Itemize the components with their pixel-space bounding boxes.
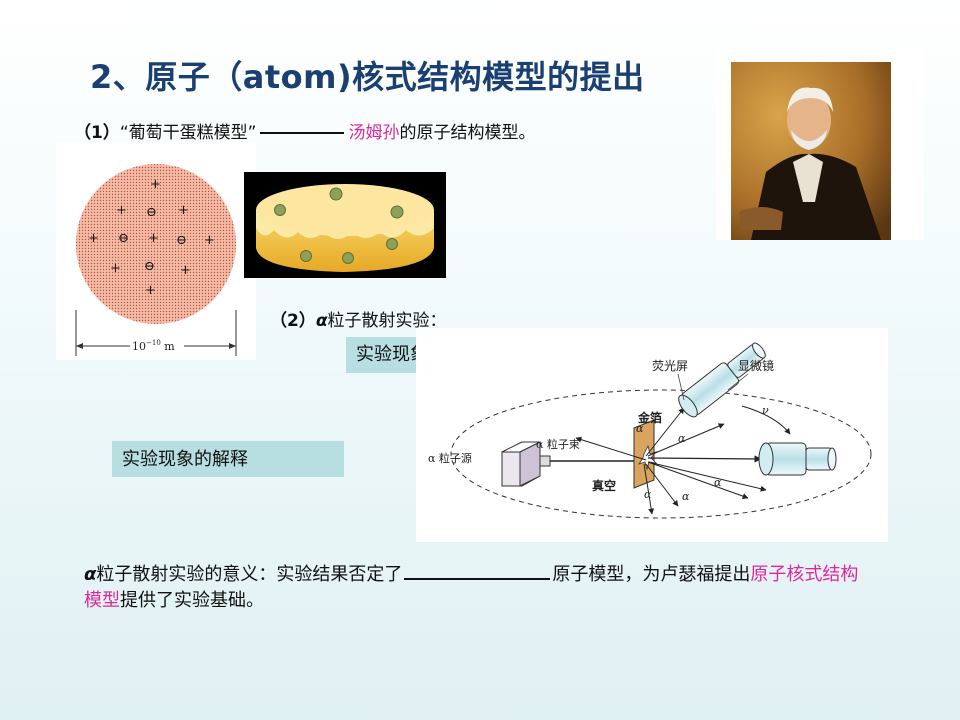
plum-pudding-diagram: + + ⊖ + + ⊖ + ⊖ + + ⊖ + + 10−10 m [75, 164, 237, 356]
explanation-button[interactable]: 实验现象的解释 [112, 441, 344, 477]
alpha-ray-label: α [714, 476, 722, 489]
raisin [300, 250, 312, 262]
alpha-ray-label: α [678, 432, 686, 445]
significance-paragraph: α粒子散射实验的意义：实验结果否定了 原子模型，为卢瑟福提出原子核式结构模型提供了… [84, 562, 864, 614]
raisin [390, 205, 404, 219]
positive-charge: + [116, 203, 127, 218]
source-label: α 粒子源 [428, 451, 472, 465]
thomson-portrait [731, 62, 891, 240]
vacuum-label: 真空 [592, 478, 616, 493]
section-2-text: 粒子散射实验： [327, 311, 447, 331]
atom-sphere [76, 164, 236, 324]
alpha-symbol: α [315, 311, 328, 331]
raisin [386, 238, 398, 250]
section-1-number: （1） [74, 123, 120, 143]
raisin [342, 252, 354, 264]
rotation-label: ν [762, 404, 769, 417]
electron: ⊖ [146, 205, 157, 220]
nuclear-model-highlight: 原子核式结构模型 [84, 564, 859, 611]
scale-label: 10−10 m [132, 339, 175, 353]
slide-title: 2、原子（atom)核式结构模型的提出 [90, 58, 645, 96]
section-1-heading: （1）“葡萄干蛋糕模型” 汤姆孙的原子结构模型。 [74, 118, 535, 143]
significance-text-1: 粒子散射实验的意义：实验结果否定了 [96, 564, 403, 585]
positive-charge: + [178, 203, 189, 218]
alpha-ray-label: α [636, 422, 644, 435]
detector-circle [450, 389, 872, 519]
alpha-symbol: α [84, 564, 97, 585]
electron: ⊖ [176, 233, 187, 248]
electron: ⊖ [144, 259, 155, 274]
positive-charge: + [180, 263, 191, 278]
positive-charge: + [145, 283, 156, 298]
raisin-cake-illustration [256, 184, 434, 272]
positive-charge: + [88, 231, 99, 246]
positive-charge: + [204, 233, 215, 248]
positive-charge: + [150, 177, 161, 192]
section-2-heading: （2）α粒子散射实验： [270, 306, 447, 331]
plum-model-name: “葡萄干蛋糕模型” [119, 123, 257, 143]
section-2-number: （2） [270, 311, 316, 331]
alpha-ray-label: α [644, 488, 652, 501]
microscope-label: 显微镜 [738, 358, 774, 373]
alpha-ray-label: α [682, 490, 690, 503]
screen-label: 荧光屏 [652, 359, 688, 373]
scattering-diagram-box: 荧光屏 显微镜 金箔 α 粒子束 α 粒子源 真空 α α α α α ν [416, 328, 888, 542]
thomson-name: 汤姆孙 [348, 123, 400, 143]
positive-charge: + [148, 231, 159, 246]
answer-blank[interactable] [404, 562, 551, 580]
significance-text-3: 提供了实验基础。 [120, 590, 264, 611]
positive-charge: + [110, 261, 121, 276]
alpha-scattering-diagram: 荧光屏 显微镜 金箔 α 粒子束 α 粒子源 真空 α α α α α ν [428, 342, 872, 519]
raisin [329, 187, 343, 201]
electron: ⊖ [118, 231, 129, 246]
cake-illustration-box [244, 172, 446, 278]
section-1-suffix: 的原子结构模型。 [399, 123, 536, 143]
beam-label: α 粒子束 [536, 437, 580, 451]
significance-text-2: 原子模型，为卢瑟福提出 [552, 564, 751, 585]
raisin [274, 204, 286, 216]
dash-separator [260, 132, 345, 134]
foil-label: 金箔 [637, 410, 662, 425]
